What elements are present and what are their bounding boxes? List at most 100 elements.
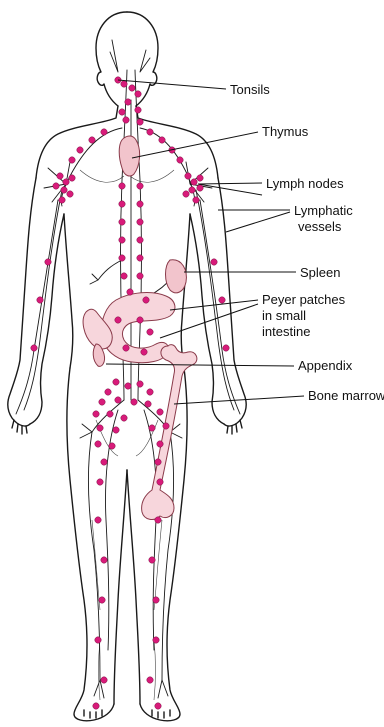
lymph-node-dot xyxy=(137,237,143,243)
spleen-organ xyxy=(166,260,187,293)
label-thymus: Thymus xyxy=(262,124,309,139)
lymph-node-dot xyxy=(97,479,103,485)
lymph-node-dot xyxy=(89,137,95,143)
lymph-node-dot xyxy=(157,409,163,415)
lymph-node-dot xyxy=(121,273,127,279)
lymph-nodes-leader-b xyxy=(198,184,262,195)
lymph-node-dot xyxy=(119,183,125,189)
lymph-node-dot xyxy=(145,401,151,407)
lymph-node-dot xyxy=(67,191,73,197)
label-lymphatic-vessels-1: Lymphatic xyxy=(294,203,353,218)
lymph-node-dot xyxy=(101,677,107,683)
lymph-node-dot xyxy=(95,441,101,447)
label-lymphatic-vessels-2: vessels xyxy=(298,219,342,234)
lymph-node-dot xyxy=(137,201,143,207)
lymph-node-dot xyxy=(59,197,65,203)
lymph-node-dot xyxy=(137,219,143,225)
lymph-node-dot xyxy=(189,187,195,193)
lymph-node-dot xyxy=(127,289,133,295)
lymph-node-dot xyxy=(101,129,107,135)
lymph-node-dot xyxy=(101,459,107,465)
lymph-node-dot xyxy=(147,389,153,395)
lymph-node-dot xyxy=(53,183,59,189)
lymph-node-dot xyxy=(61,187,67,193)
lymph-node-dot xyxy=(147,677,153,683)
lymph-node-dot xyxy=(135,91,141,97)
lymph-node-dot xyxy=(69,175,75,181)
lymph-node-dot xyxy=(121,415,127,421)
lymph-node-dot xyxy=(109,443,115,449)
lymph-node-dot xyxy=(153,597,159,603)
label-lymph-nodes: Lymph nodes xyxy=(266,176,344,191)
lymph-node-dot xyxy=(121,81,127,87)
lymph-node-dot xyxy=(135,107,141,113)
label-peyer-3: intestine xyxy=(262,324,310,339)
lymph-node-dot xyxy=(147,129,153,135)
lymph-node-dot xyxy=(155,459,161,465)
lymph-node-dot xyxy=(149,557,155,563)
lymph-node-dot xyxy=(183,191,189,197)
lymph-node-dot xyxy=(115,397,121,403)
label-tonsils: Tonsils xyxy=(230,82,270,97)
label-peyer-1: Peyer patches xyxy=(262,292,346,307)
lymph-node-dot xyxy=(31,345,37,351)
lymph-node-dot xyxy=(149,425,155,431)
bone-marrow-leader xyxy=(174,396,304,404)
lymph-node-dot xyxy=(77,147,83,153)
lymph-node-dot xyxy=(137,381,143,387)
lymph-node-dot xyxy=(197,175,203,181)
lymph-node-dot xyxy=(163,423,169,429)
thymus-organ xyxy=(119,136,139,176)
lymph-node-dot xyxy=(97,425,103,431)
lymph-node-dot xyxy=(131,399,137,405)
lymph-node-dot xyxy=(147,329,153,335)
lymph-node-dot xyxy=(115,317,121,323)
lymph-node-dot xyxy=(141,349,147,355)
lymph-node-dot xyxy=(143,297,149,303)
lymph-node-dot xyxy=(177,157,183,163)
lymph-node-dot xyxy=(137,183,143,189)
lymph-node-dot xyxy=(69,157,75,163)
lymph-node-dot xyxy=(107,411,113,417)
lymph-node-dot xyxy=(57,173,63,179)
label-appendix: Appendix xyxy=(298,358,353,373)
lymph-node-dot xyxy=(95,517,101,523)
lymph-node-dot xyxy=(125,383,131,389)
lymph-node-dot xyxy=(99,399,105,405)
lymph-node-dot xyxy=(137,317,143,323)
lymph-node-dot xyxy=(219,297,225,303)
label-spleen: Spleen xyxy=(300,265,340,280)
lymph-node-dot xyxy=(123,117,129,123)
lymph-node-dot xyxy=(119,237,125,243)
lymph-node-dot xyxy=(113,379,119,385)
lymph-node-dot xyxy=(197,185,203,191)
lymph-node-dot xyxy=(95,637,101,643)
appendix-leader xyxy=(106,364,294,366)
lymph-node-dot xyxy=(153,637,159,643)
lymph-node-dot xyxy=(93,703,99,709)
label-bone-marrow: Bone marrow xyxy=(308,388,384,403)
lymph-node-dot xyxy=(157,441,163,447)
lymph-node-dot xyxy=(223,345,229,351)
lymph-node-dot xyxy=(45,259,51,265)
lymph-node-dot xyxy=(191,179,197,185)
lymph-node-dot xyxy=(119,201,125,207)
lymph-node-dot xyxy=(105,389,111,395)
lymph-node-dot xyxy=(129,85,135,91)
lymphatic-vessels-leader-b xyxy=(226,212,290,232)
lymph-node-dot xyxy=(155,517,161,523)
lymph-node-dot xyxy=(123,345,129,351)
lymph-node-dot xyxy=(119,255,125,261)
lymph-node-dot xyxy=(119,219,125,225)
lymph-node-dot xyxy=(137,255,143,261)
lymph-node-dot xyxy=(157,479,163,485)
label-peyer-2: in small xyxy=(262,308,306,323)
lymph-node-dot xyxy=(37,297,43,303)
lymph-node-dot xyxy=(137,273,143,279)
lymph-node-dot xyxy=(185,173,191,179)
lymph-node-dot xyxy=(119,109,125,115)
lymph-node-dot xyxy=(113,427,119,433)
thymus-leader xyxy=(132,132,258,158)
lymph-node-dot xyxy=(93,411,99,417)
